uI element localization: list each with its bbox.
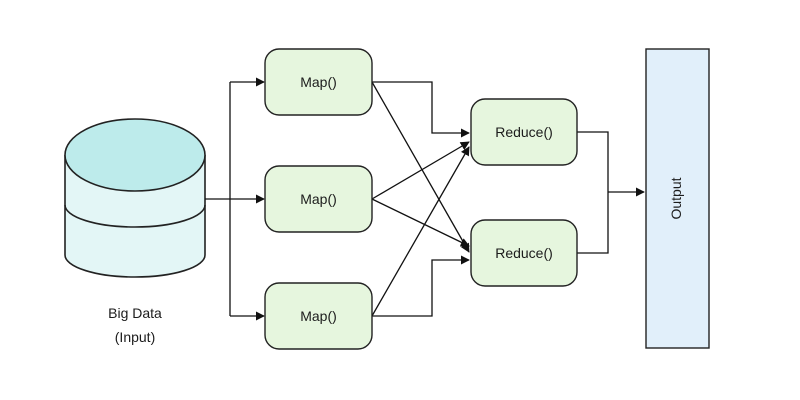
output-box [645,48,710,349]
reduce-node: Reduce() [470,98,578,166]
connector-map3-reduce2 [372,255,470,317]
connector-map2-reduce1 [371,141,470,200]
source-label-line2: (Input) [115,329,155,345]
source-connectors [205,77,265,321]
reduce-node-label: Reduce() [495,124,553,140]
map-node-label: Map() [300,191,337,207]
map-node-box [264,165,373,233]
reduce-node-box [470,98,578,166]
map-node-box [264,48,373,116]
map-node: Map() [264,48,373,116]
reduce-node-box [470,219,578,287]
connector-map1-reduce1 [372,81,470,138]
map-node: Map() [264,282,373,350]
reduce-node: Reduce() [470,219,578,287]
map-node: Map() [264,165,373,233]
source-label-line1: Big Data [108,305,162,321]
map-node-box [264,282,373,350]
connector-map1-reduce2 [371,81,470,253]
big-data-source: Big Data (Input) [64,118,206,345]
connector-map2-reduce2 [371,198,470,247]
cylinder-middle-ring [64,204,206,228]
map-node-label: Map() [300,74,337,90]
shuffle-connectors [371,81,470,317]
database-cylinder-icon [64,118,206,278]
output-label: Output [668,177,684,219]
output-connectors [577,131,645,254]
output-node: Output [645,48,710,349]
connector-reduce1-join [577,131,609,254]
reduce-node-label: Reduce() [495,245,553,261]
cylinder-top [64,118,206,192]
connector-map3-reduce1 [371,146,470,317]
map-node-label: Map() [300,308,337,324]
